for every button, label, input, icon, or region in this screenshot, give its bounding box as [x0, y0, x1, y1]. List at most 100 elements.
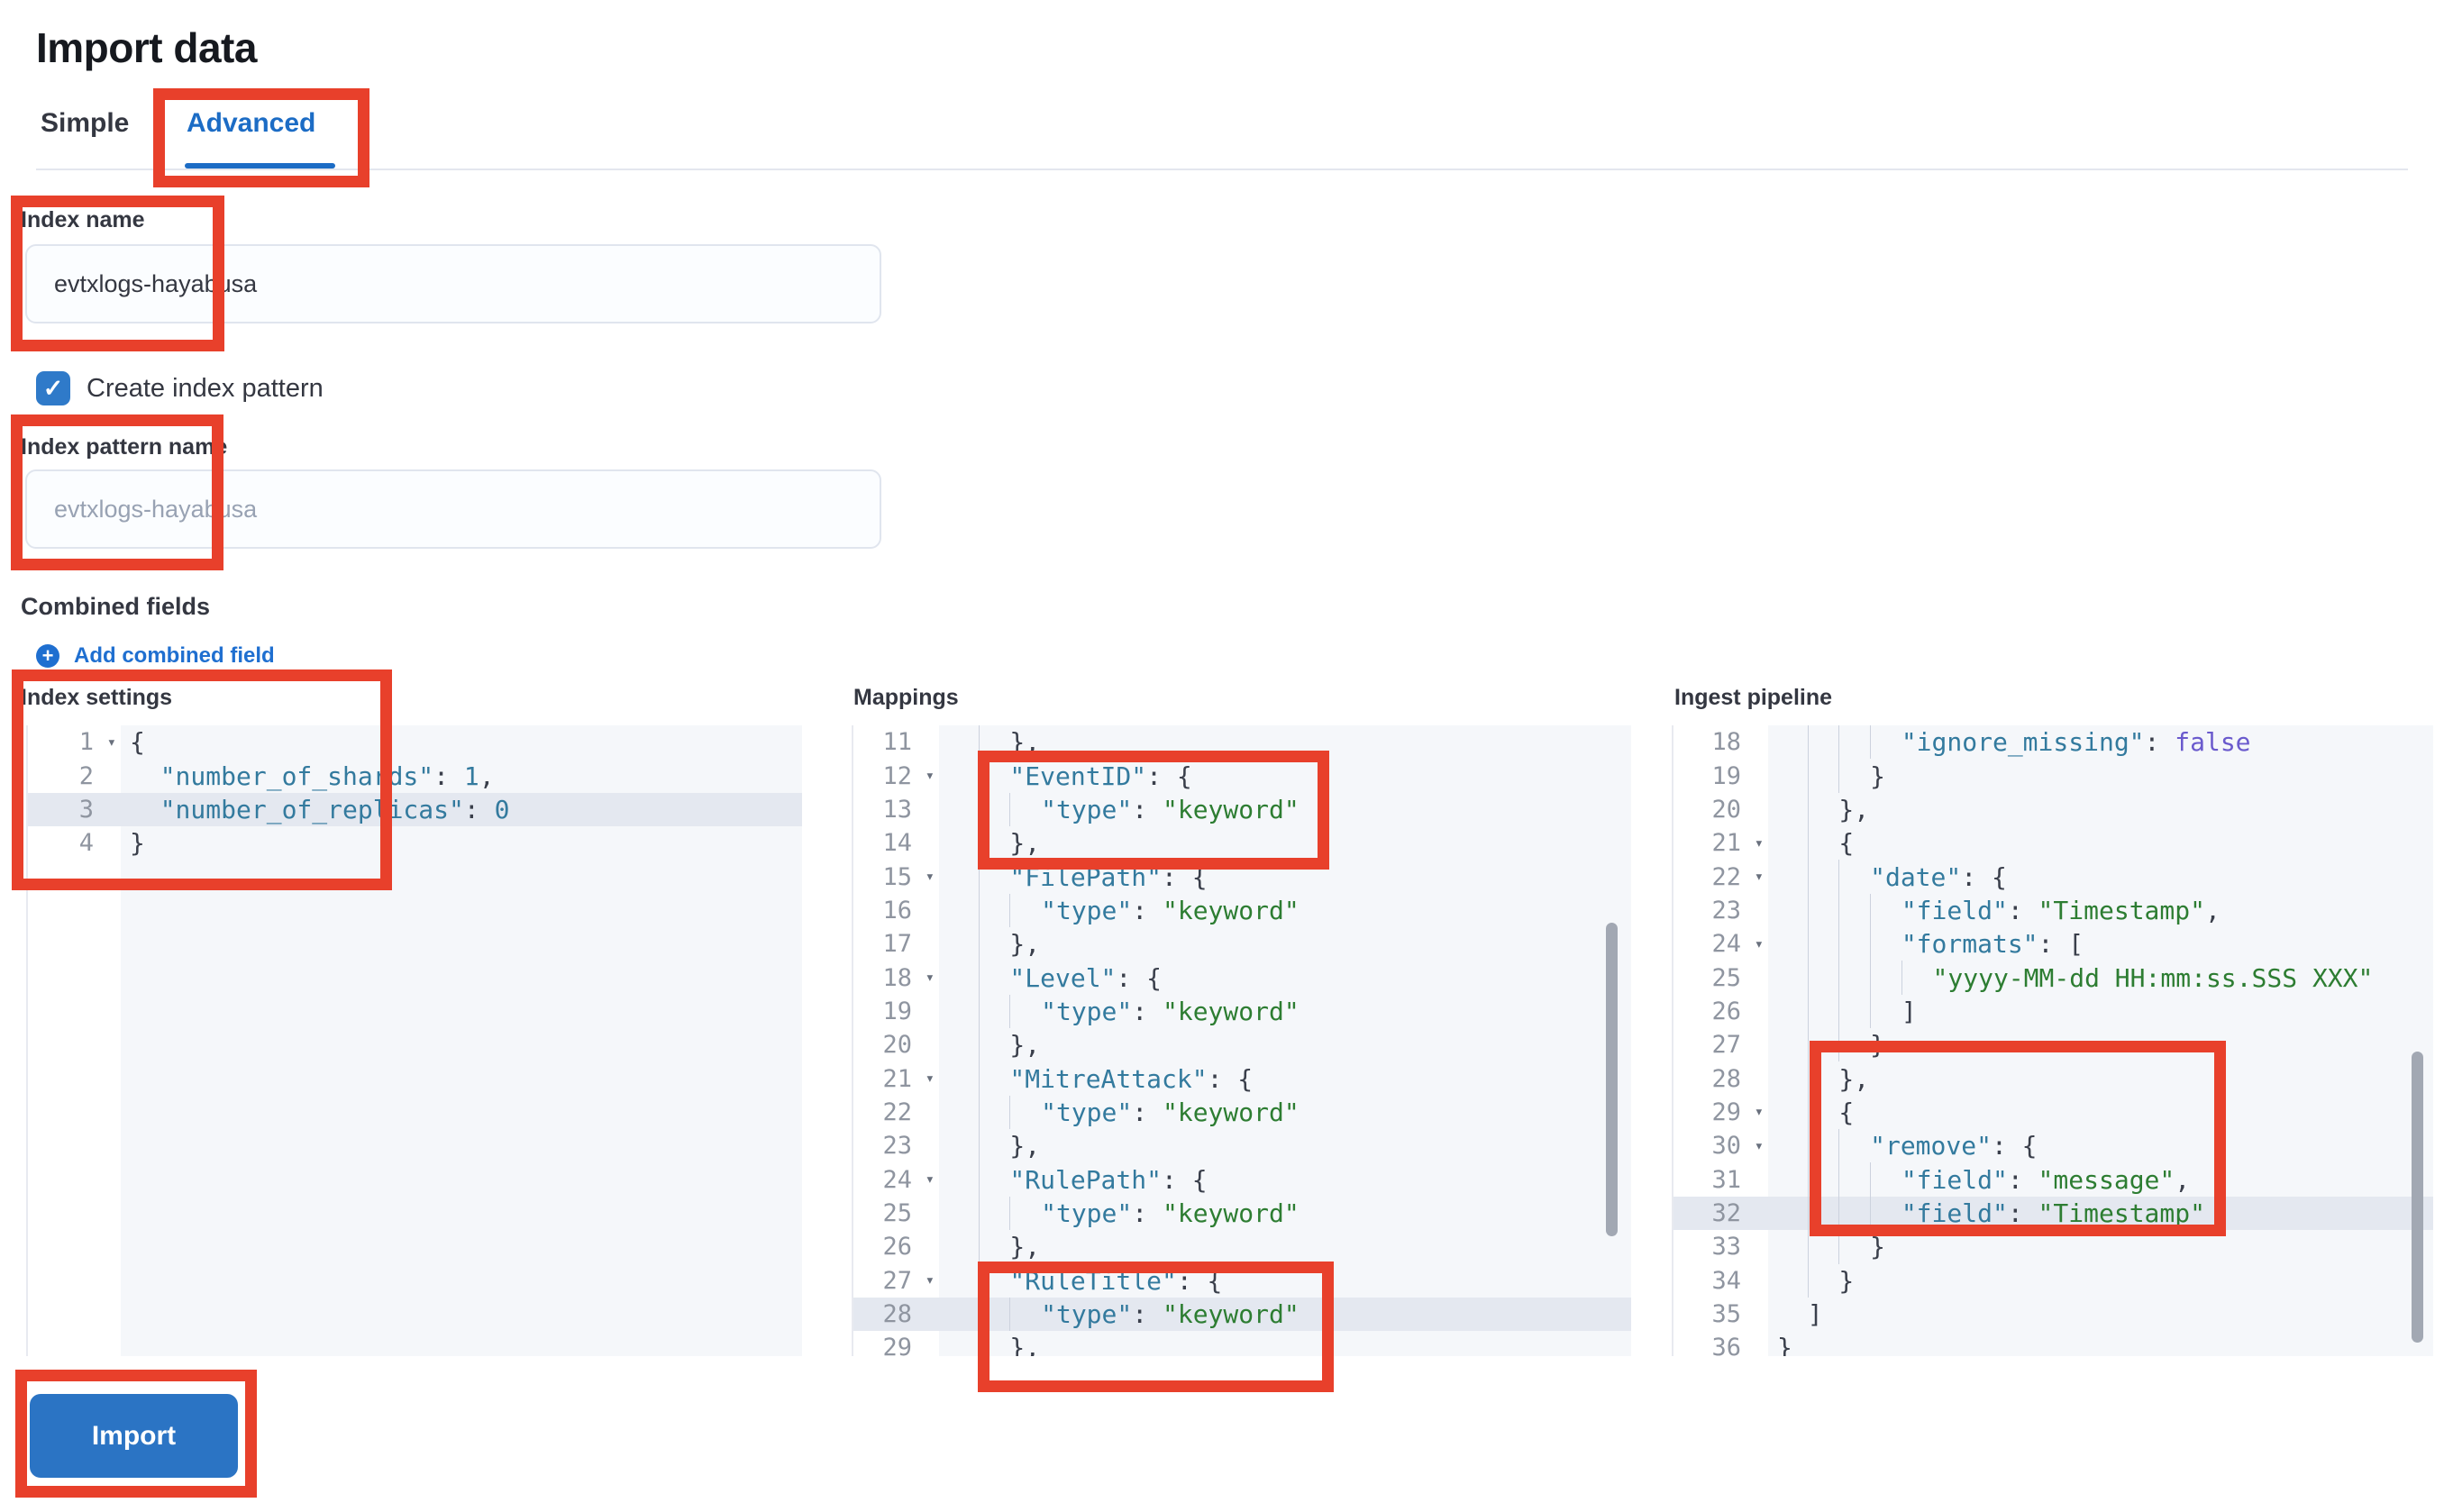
- gutter-line: 14: [882, 829, 912, 858]
- code-line[interactable]: },: [939, 725, 1631, 760]
- page-title: Import data: [36, 24, 257, 71]
- tab-advanced[interactable]: Advanced: [187, 108, 316, 138]
- gutter-line: 19: [1711, 761, 1741, 790]
- code-line[interactable]: }: [1768, 1263, 2433, 1298]
- code-line[interactable]: "ignore_missing": false: [1768, 725, 2433, 760]
- code-line[interactable]: ]: [1807, 1299, 1823, 1330]
- code-line[interactable]: "type": "keyword": [939, 994, 1631, 1029]
- tabs-divider: [36, 169, 2408, 170]
- gutter-line: 32: [1673, 1196, 1768, 1231]
- ingest-pipeline-scrollbar-thumb[interactable]: [2412, 1052, 2423, 1343]
- code-line[interactable]: "RuleTitle": {: [939, 1263, 1631, 1298]
- code-line[interactable]: {: [1768, 1095, 2433, 1130]
- code-line[interactable]: }: [1777, 1333, 1792, 1356]
- gutter-line: 36: [1711, 1334, 1741, 1356]
- gutter-line: 12▾: [882, 761, 935, 790]
- gutter-line: 29▾: [1711, 1098, 1764, 1126]
- code-line[interactable]: "type": "keyword": [939, 792, 1631, 827]
- index-settings-header: Index settings: [21, 685, 173, 710]
- gutter-line: 20: [1711, 795, 1741, 824]
- code-line[interactable]: "type": "keyword": [939, 1297, 1631, 1332]
- chevron-down-icon[interactable]: ▾: [1754, 868, 1764, 887]
- code-line[interactable]: },: [939, 1230, 1631, 1264]
- mappings-scrollbar-thumb[interactable]: [1606, 923, 1618, 1236]
- code-line[interactable]: "type": "keyword": [939, 1196, 1631, 1231]
- chevron-down-icon[interactable]: ▾: [925, 1271, 935, 1290]
- check-icon: ✓: [42, 374, 64, 402]
- index-settings-code[interactable]: { "number_of_shards": 1,"number_of_replic…: [121, 725, 802, 1356]
- gutter-line: 21▾: [1711, 829, 1764, 858]
- gutter-line: 25: [882, 1198, 912, 1227]
- gutter-line: 22: [882, 1098, 912, 1126]
- chevron-down-icon[interactable]: ▾: [925, 1070, 935, 1088]
- gutter-line: 35: [1711, 1300, 1741, 1329]
- code-line[interactable]: },: [939, 1129, 1631, 1163]
- mappings-header: Mappings: [853, 685, 959, 710]
- code-line[interactable]: "number_of_shards": 1,: [160, 761, 495, 791]
- ingest-pipeline-code[interactable]: "ignore_missing": false}},{"date": {"fie…: [1768, 725, 2433, 1356]
- code-line[interactable]: "field": "Timestamp",: [1768, 893, 2433, 928]
- gutter-line: 30▾: [1711, 1132, 1764, 1161]
- code-line[interactable]: "RulePath": {: [939, 1162, 1631, 1197]
- gutter-line: 4: [78, 829, 94, 858]
- add-combined-field-link[interactable]: + Add combined field: [36, 643, 275, 669]
- gutter-line: 1▾: [78, 728, 116, 757]
- chevron-down-icon[interactable]: ▾: [925, 1170, 935, 1189]
- code-line[interactable]: "EventID": {: [939, 759, 1631, 793]
- code-line[interactable]: {: [130, 727, 145, 758]
- code-line[interactable]: }: [130, 828, 145, 859]
- code-line[interactable]: "type": "keyword": [939, 893, 1631, 928]
- code-line[interactable]: "date": {: [1768, 860, 2433, 894]
- gutter-line: 33: [1711, 1233, 1741, 1262]
- code-line[interactable]: "Level": {: [939, 961, 1631, 995]
- code-line[interactable]: {: [1768, 826, 2433, 861]
- chevron-down-icon[interactable]: ▾: [1754, 1103, 1764, 1122]
- chevron-down-icon[interactable]: ▾: [1754, 934, 1764, 953]
- code-line[interactable]: },: [939, 1331, 1631, 1356]
- gutter-line: 29: [882, 1334, 912, 1356]
- import-button[interactable]: Import: [30, 1394, 238, 1478]
- code-line[interactable]: },: [939, 927, 1631, 961]
- code-line[interactable]: "type": "keyword": [939, 1095, 1631, 1130]
- gutter-line: 18▾: [882, 963, 935, 992]
- code-line[interactable]: ]: [1768, 994, 2433, 1029]
- code-line[interactable]: "remove": {: [1768, 1129, 2433, 1163]
- code-line[interactable]: }: [1768, 759, 2433, 793]
- code-line[interactable]: }: [1768, 1028, 2433, 1062]
- code-line[interactable]: "formats": [: [1768, 927, 2433, 961]
- code-line[interactable]: "yyyy-MM-dd HH:mm:ss.SSS XXX": [1768, 961, 2433, 995]
- code-line[interactable]: "MitreAttack": {: [939, 1061, 1631, 1096]
- code-line[interactable]: "number_of_replicas": 0: [121, 792, 802, 827]
- index-name-input[interactable]: evtxlogs-hayabusa: [25, 244, 881, 323]
- add-combined-field-text: Add combined field: [74, 643, 275, 668]
- chevron-down-icon[interactable]: ▾: [925, 868, 935, 887]
- combined-fields-label: Combined fields: [21, 593, 211, 620]
- code-line[interactable]: },: [1768, 1061, 2433, 1096]
- gutter-line: 23: [882, 1132, 912, 1161]
- mappings-code[interactable]: },"EventID": {"type": "keyword"},"FilePa…: [939, 725, 1631, 1356]
- gutter-line: 16: [882, 896, 912, 925]
- chevron-down-icon[interactable]: ▾: [925, 767, 935, 786]
- chevron-down-icon[interactable]: ▾: [106, 733, 116, 751]
- gutter-line: 28: [853, 1297, 939, 1332]
- code-line[interactable]: }: [1768, 1230, 2433, 1264]
- chevron-down-icon[interactable]: ▾: [1754, 833, 1764, 852]
- code-line[interactable]: },: [939, 1028, 1631, 1062]
- code-line[interactable]: "field": "Timestamp": [1768, 1196, 2433, 1231]
- code-line[interactable]: },: [1768, 792, 2433, 827]
- code-line[interactable]: "field": "message",: [1768, 1162, 2433, 1197]
- code-line[interactable]: "FilePath": {: [939, 860, 1631, 894]
- index-pattern-name-input[interactable]: evtxlogs-hayabusa: [25, 469, 881, 549]
- create-index-pattern-checkbox[interactable]: ✓: [36, 371, 70, 405]
- chevron-down-icon[interactable]: ▾: [925, 969, 935, 988]
- code-line[interactable]: },: [939, 826, 1631, 861]
- gutter-line: 26: [882, 1233, 912, 1262]
- gutter-line: 3: [28, 792, 121, 827]
- chevron-down-icon[interactable]: ▾: [1754, 1136, 1764, 1155]
- tab-simple[interactable]: Simple: [41, 108, 130, 138]
- gutter-line: 23: [1711, 896, 1741, 925]
